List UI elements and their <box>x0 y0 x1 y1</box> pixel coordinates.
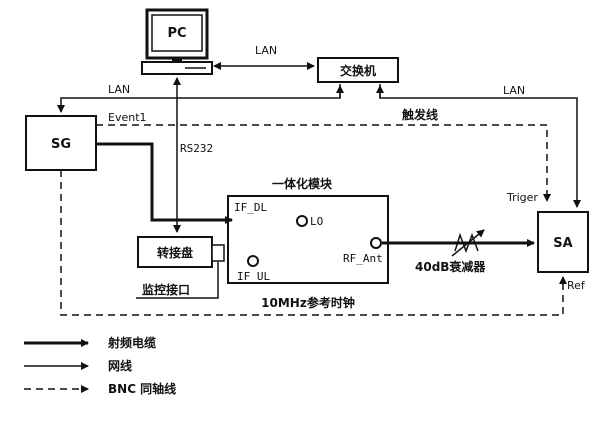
ref-label: Ref <box>567 279 586 292</box>
attenuator-adjust-arrow <box>451 229 485 257</box>
switch-node: 交换机 <box>317 57 399 83</box>
if-ul-port <box>247 255 259 267</box>
lan-pc-switch-label: LAN <box>255 44 277 57</box>
ref-clock-line <box>60 170 567 316</box>
sg-label: SG <box>51 137 71 152</box>
attenuator-label: 40dB衰减器 <box>415 259 486 274</box>
rf-cable-sg-if-dl <box>96 142 233 224</box>
lo-label: LO <box>310 215 323 228</box>
sa-label: SA <box>553 236 572 251</box>
legend-label-rf-cable: 射频电缆 <box>107 335 156 350</box>
lan-sg-line <box>57 84 341 113</box>
monitor-port-leader <box>136 262 219 299</box>
sa-node: SA <box>537 211 589 273</box>
lo-port <box>296 215 308 227</box>
adapter-label: 转接盘 <box>157 245 193 260</box>
lan-sa-label: LAN <box>503 84 525 97</box>
adapter-node: 转接盘 <box>137 236 225 268</box>
lan-sg-label: LAN <box>108 83 130 96</box>
pc-node: PC <box>141 8 213 75</box>
pc-base <box>141 61 213 75</box>
trigger-line-label: 触发线 <box>402 107 438 122</box>
monitor-port-connector <box>211 244 225 262</box>
event1-label: Event1 <box>108 111 147 124</box>
legend-label-bnc: BNC 同轴线 <box>108 381 176 396</box>
module-node: 一体化模块 LO IF_UL IF_DL RF_Ant <box>227 176 389 284</box>
pc-label: PC <box>167 26 186 41</box>
sa-box <box>537 211 589 273</box>
triger-label: Triger <box>506 191 538 204</box>
rf-ant-port <box>370 237 382 249</box>
rs232-label: RS232 <box>180 142 213 155</box>
ref-clock-label: 10MHz参考时钟 <box>261 295 355 310</box>
switch-box <box>317 57 399 83</box>
pc-monitor-screen <box>151 14 203 52</box>
attenuator-symbol <box>451 229 485 257</box>
adapter-box <box>137 236 213 268</box>
legend: 射频电缆 网线 BNC 同轴线 <box>24 335 176 396</box>
legend-label-network: 网线 <box>108 358 132 373</box>
module-label: 一体化模块 <box>272 176 333 191</box>
if-dl-label: IF_DL <box>234 201 267 214</box>
switch-label: 交换机 <box>340 63 376 78</box>
monitor-port-label: 监控接口 <box>142 282 190 297</box>
if-ul-label: IF_UL <box>237 270 270 283</box>
trigger-line <box>96 124 551 202</box>
rf-ant-label: RF_Ant <box>343 252 383 265</box>
pc-monitor-stand <box>172 58 182 63</box>
attenuator-zigzag <box>454 232 479 254</box>
module-box <box>227 195 389 284</box>
sg-node: SG <box>25 115 97 171</box>
